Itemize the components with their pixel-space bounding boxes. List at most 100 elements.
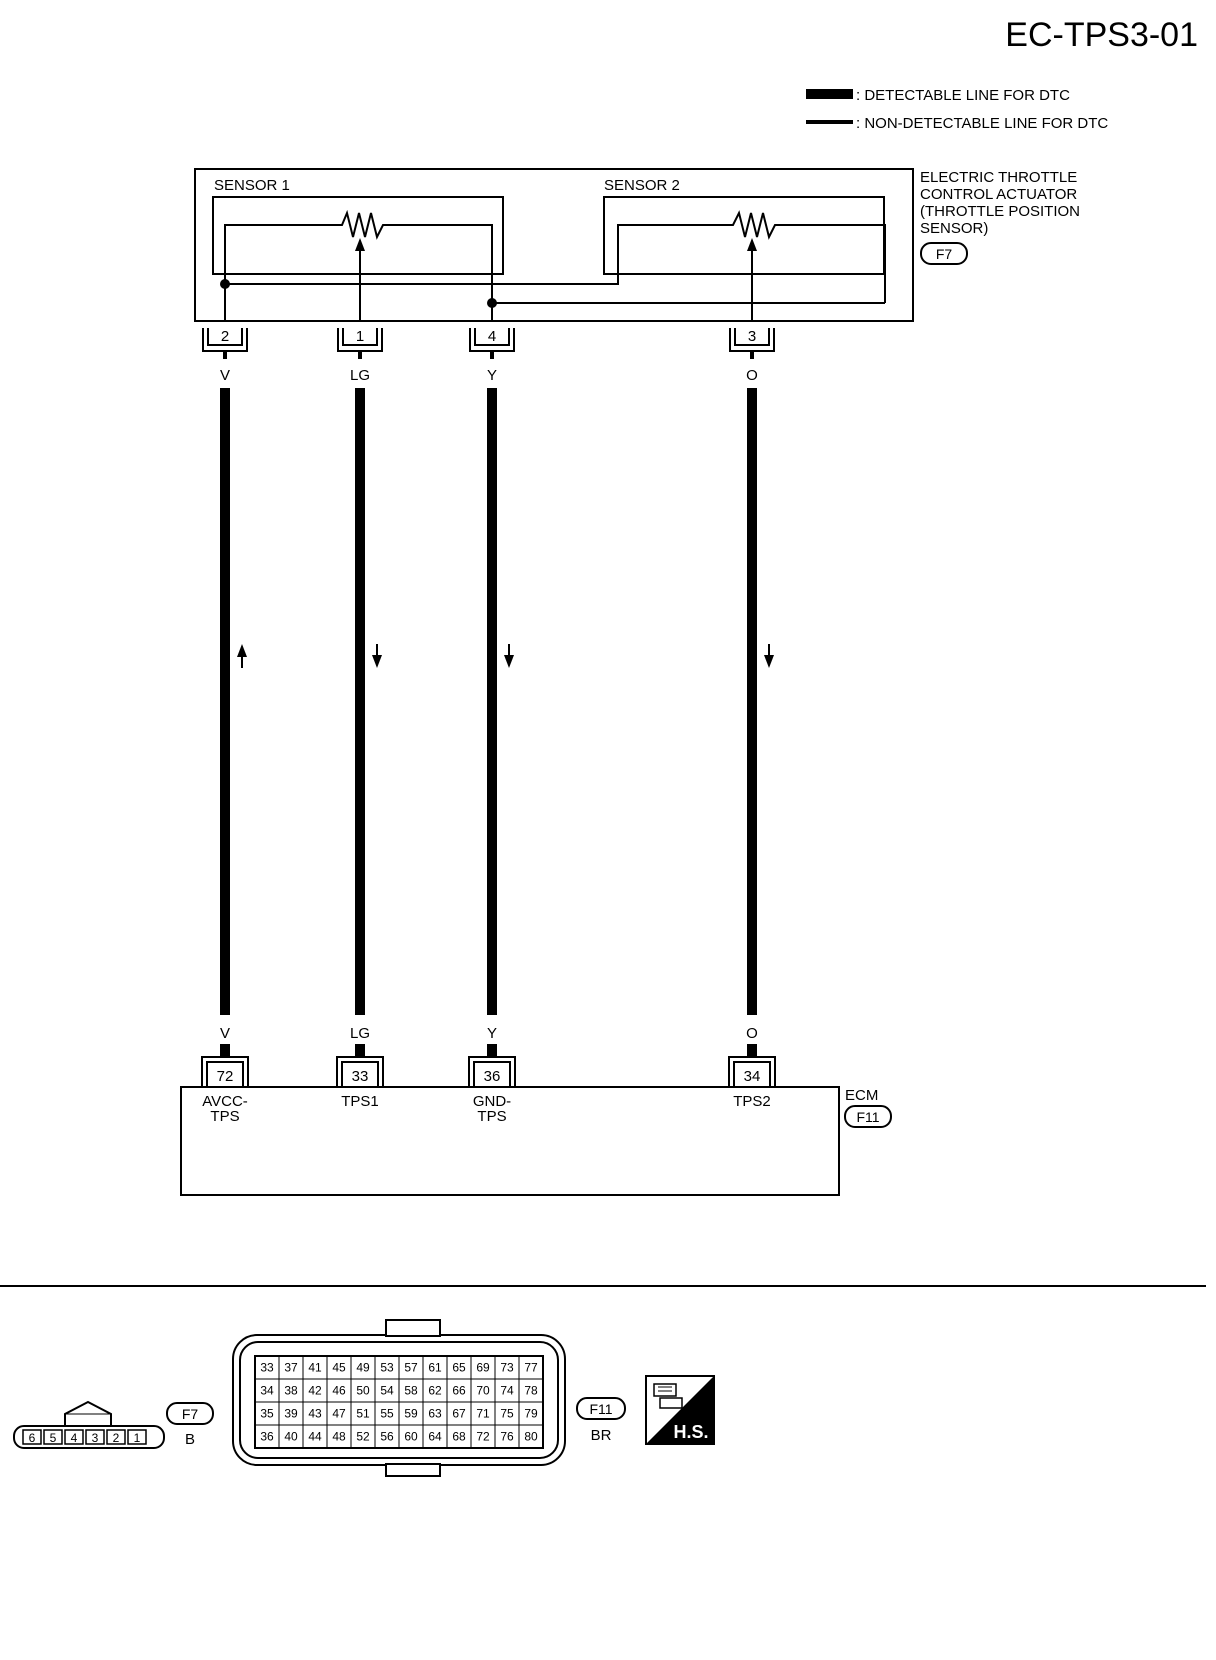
actuator-pin-number: 2 bbox=[221, 328, 229, 345]
ecm-pin-tab bbox=[336, 1056, 384, 1087]
f11-cavity-number: 46 bbox=[332, 1384, 346, 1398]
f11-cavity-number: 65 bbox=[452, 1361, 466, 1375]
legend: : DETECTABLE LINE FOR DTC : NON-DETECTAB… bbox=[806, 87, 1108, 132]
f7-connector-info: F7 B bbox=[166, 1402, 214, 1448]
ecm-name: ECM bbox=[845, 1087, 878, 1104]
pin-stub bbox=[355, 1044, 365, 1057]
signal-arrow-head bbox=[237, 644, 247, 657]
ecm-terminal-label: TPS bbox=[477, 1108, 506, 1125]
ecm-pin-tab bbox=[201, 1056, 249, 1087]
pin-stub bbox=[750, 351, 754, 359]
ecm-terminal-label: TPS1 bbox=[341, 1093, 379, 1110]
legend-detectable: : DETECTABLE LINE FOR DTC bbox=[856, 87, 1070, 104]
f7-cavity-number: 3 bbox=[92, 1431, 99, 1445]
f7-cavity bbox=[22, 1429, 42, 1445]
f11-cavity-number: 52 bbox=[356, 1430, 370, 1444]
f11-cavity-number: 63 bbox=[428, 1407, 442, 1421]
sensor1-wiring bbox=[224, 209, 493, 303]
f11-cavity-number: 49 bbox=[356, 1361, 370, 1375]
f11-cavity-number: 70 bbox=[476, 1384, 490, 1398]
legend-thin-line bbox=[806, 120, 853, 124]
f7-cavity-number: 1 bbox=[134, 1431, 141, 1445]
f11-cavity-number: 47 bbox=[332, 1407, 346, 1421]
wire-color-top: O bbox=[746, 367, 758, 384]
f11-cavity-number: 43 bbox=[308, 1407, 322, 1421]
sensor1-wiper-arrow bbox=[355, 238, 365, 251]
pin-stub bbox=[747, 1044, 757, 1057]
f11-cavity-number: 79 bbox=[524, 1407, 538, 1421]
f11-cavity-number: 38 bbox=[284, 1384, 298, 1398]
f7-cavity-number: 2 bbox=[113, 1431, 120, 1445]
f7-cavity-number: 5 bbox=[50, 1431, 57, 1445]
f11-cavity-number: 45 bbox=[332, 1361, 346, 1375]
wire-color-bottom: LG bbox=[350, 1025, 370, 1042]
f11-cavity-number: 75 bbox=[500, 1407, 514, 1421]
hs-badge-shade bbox=[646, 1376, 714, 1444]
ecm-pin-number: 34 bbox=[744, 1068, 761, 1085]
diagram-code: EC-TPS3-01 bbox=[1005, 16, 1198, 54]
f11-cavity bbox=[518, 1424, 544, 1449]
f11-cavity-number: 59 bbox=[404, 1407, 418, 1421]
harness-wires: 2VV72AVCC-TPS1LGLG33TPS14YY36GND-TPS3OO3… bbox=[201, 328, 776, 1125]
f11-color: BR bbox=[591, 1427, 612, 1444]
f11-cavity-number: 50 bbox=[356, 1384, 370, 1398]
f11-cavity-number: 60 bbox=[404, 1430, 418, 1444]
actuator-name-line-4: SENSOR) bbox=[920, 220, 988, 237]
f11-top-key bbox=[385, 1319, 441, 1337]
sensor2-wiper-arrow bbox=[747, 238, 757, 251]
actuator-connector-id: F7 bbox=[936, 246, 953, 262]
f11-cavity-number: 76 bbox=[500, 1430, 514, 1444]
ecm-terminal-label: TPS2 bbox=[733, 1093, 771, 1110]
actuator-name-line-3: (THROTTLE POSITION bbox=[920, 203, 1080, 220]
f11-cavity-number: 48 bbox=[332, 1430, 346, 1444]
f7-cavity bbox=[106, 1429, 126, 1445]
f11-cavity-number: 64 bbox=[428, 1430, 442, 1444]
pin-stub bbox=[358, 351, 362, 359]
connector-icon bbox=[653, 1383, 683, 1409]
ecm-pin-number: 36 bbox=[484, 1068, 501, 1085]
f7-cavity bbox=[127, 1429, 147, 1445]
actuator-name-line-1: ELECTRIC THROTTLE bbox=[920, 169, 1077, 186]
throttle-actuator: SENSOR 1 SENSOR 2 ELECTRIC THROTTLE CONT… bbox=[194, 168, 1080, 322]
f7-cavity bbox=[64, 1429, 84, 1445]
ecm-pin-tab bbox=[468, 1056, 516, 1087]
f11-inner-shell bbox=[239, 1341, 559, 1459]
hs-badge: H.S. bbox=[645, 1375, 715, 1445]
pin-stub bbox=[487, 1044, 497, 1057]
f7-id: F7 bbox=[182, 1406, 199, 1422]
wire-color-top: Y bbox=[487, 367, 497, 384]
f7-face-outline bbox=[13, 1425, 165, 1449]
ecm-connector-id: F11 bbox=[856, 1109, 879, 1125]
pin-stub bbox=[223, 351, 227, 359]
ecm-pin-number: 33 bbox=[352, 1068, 369, 1085]
ecm-terminal-label: GND- bbox=[473, 1093, 511, 1110]
ecm: ECM F11 bbox=[180, 1086, 892, 1196]
f11-cavity-number: 35 bbox=[260, 1407, 274, 1421]
f11-id: F11 bbox=[589, 1401, 612, 1417]
f7-cavity bbox=[43, 1429, 63, 1445]
f11-cavity-number: 53 bbox=[380, 1361, 394, 1375]
f11-cavity-number: 36 bbox=[260, 1430, 274, 1444]
f11-cavity-number: 77 bbox=[524, 1361, 538, 1375]
f7-color: B bbox=[185, 1431, 195, 1448]
f11-cavity-number: 72 bbox=[476, 1430, 490, 1444]
f11-cavity-number: 61 bbox=[428, 1361, 442, 1375]
f11-cavity-number: 55 bbox=[380, 1407, 394, 1421]
actuator-pin-number: 1 bbox=[356, 328, 364, 345]
pin-stub bbox=[490, 351, 494, 359]
detectable-wire bbox=[220, 388, 230, 1015]
f11-cavity-number: 66 bbox=[452, 1384, 466, 1398]
f7-latch bbox=[64, 1400, 112, 1426]
ecm-connector-badge bbox=[844, 1105, 892, 1128]
detectable-wire bbox=[487, 388, 497, 1015]
signal-arrow-head bbox=[764, 655, 774, 668]
f11-cavity-number: 80 bbox=[524, 1430, 538, 1444]
wire-color-top: LG bbox=[350, 367, 370, 384]
actuator-outline bbox=[194, 168, 914, 322]
f7-cavity bbox=[85, 1429, 105, 1445]
